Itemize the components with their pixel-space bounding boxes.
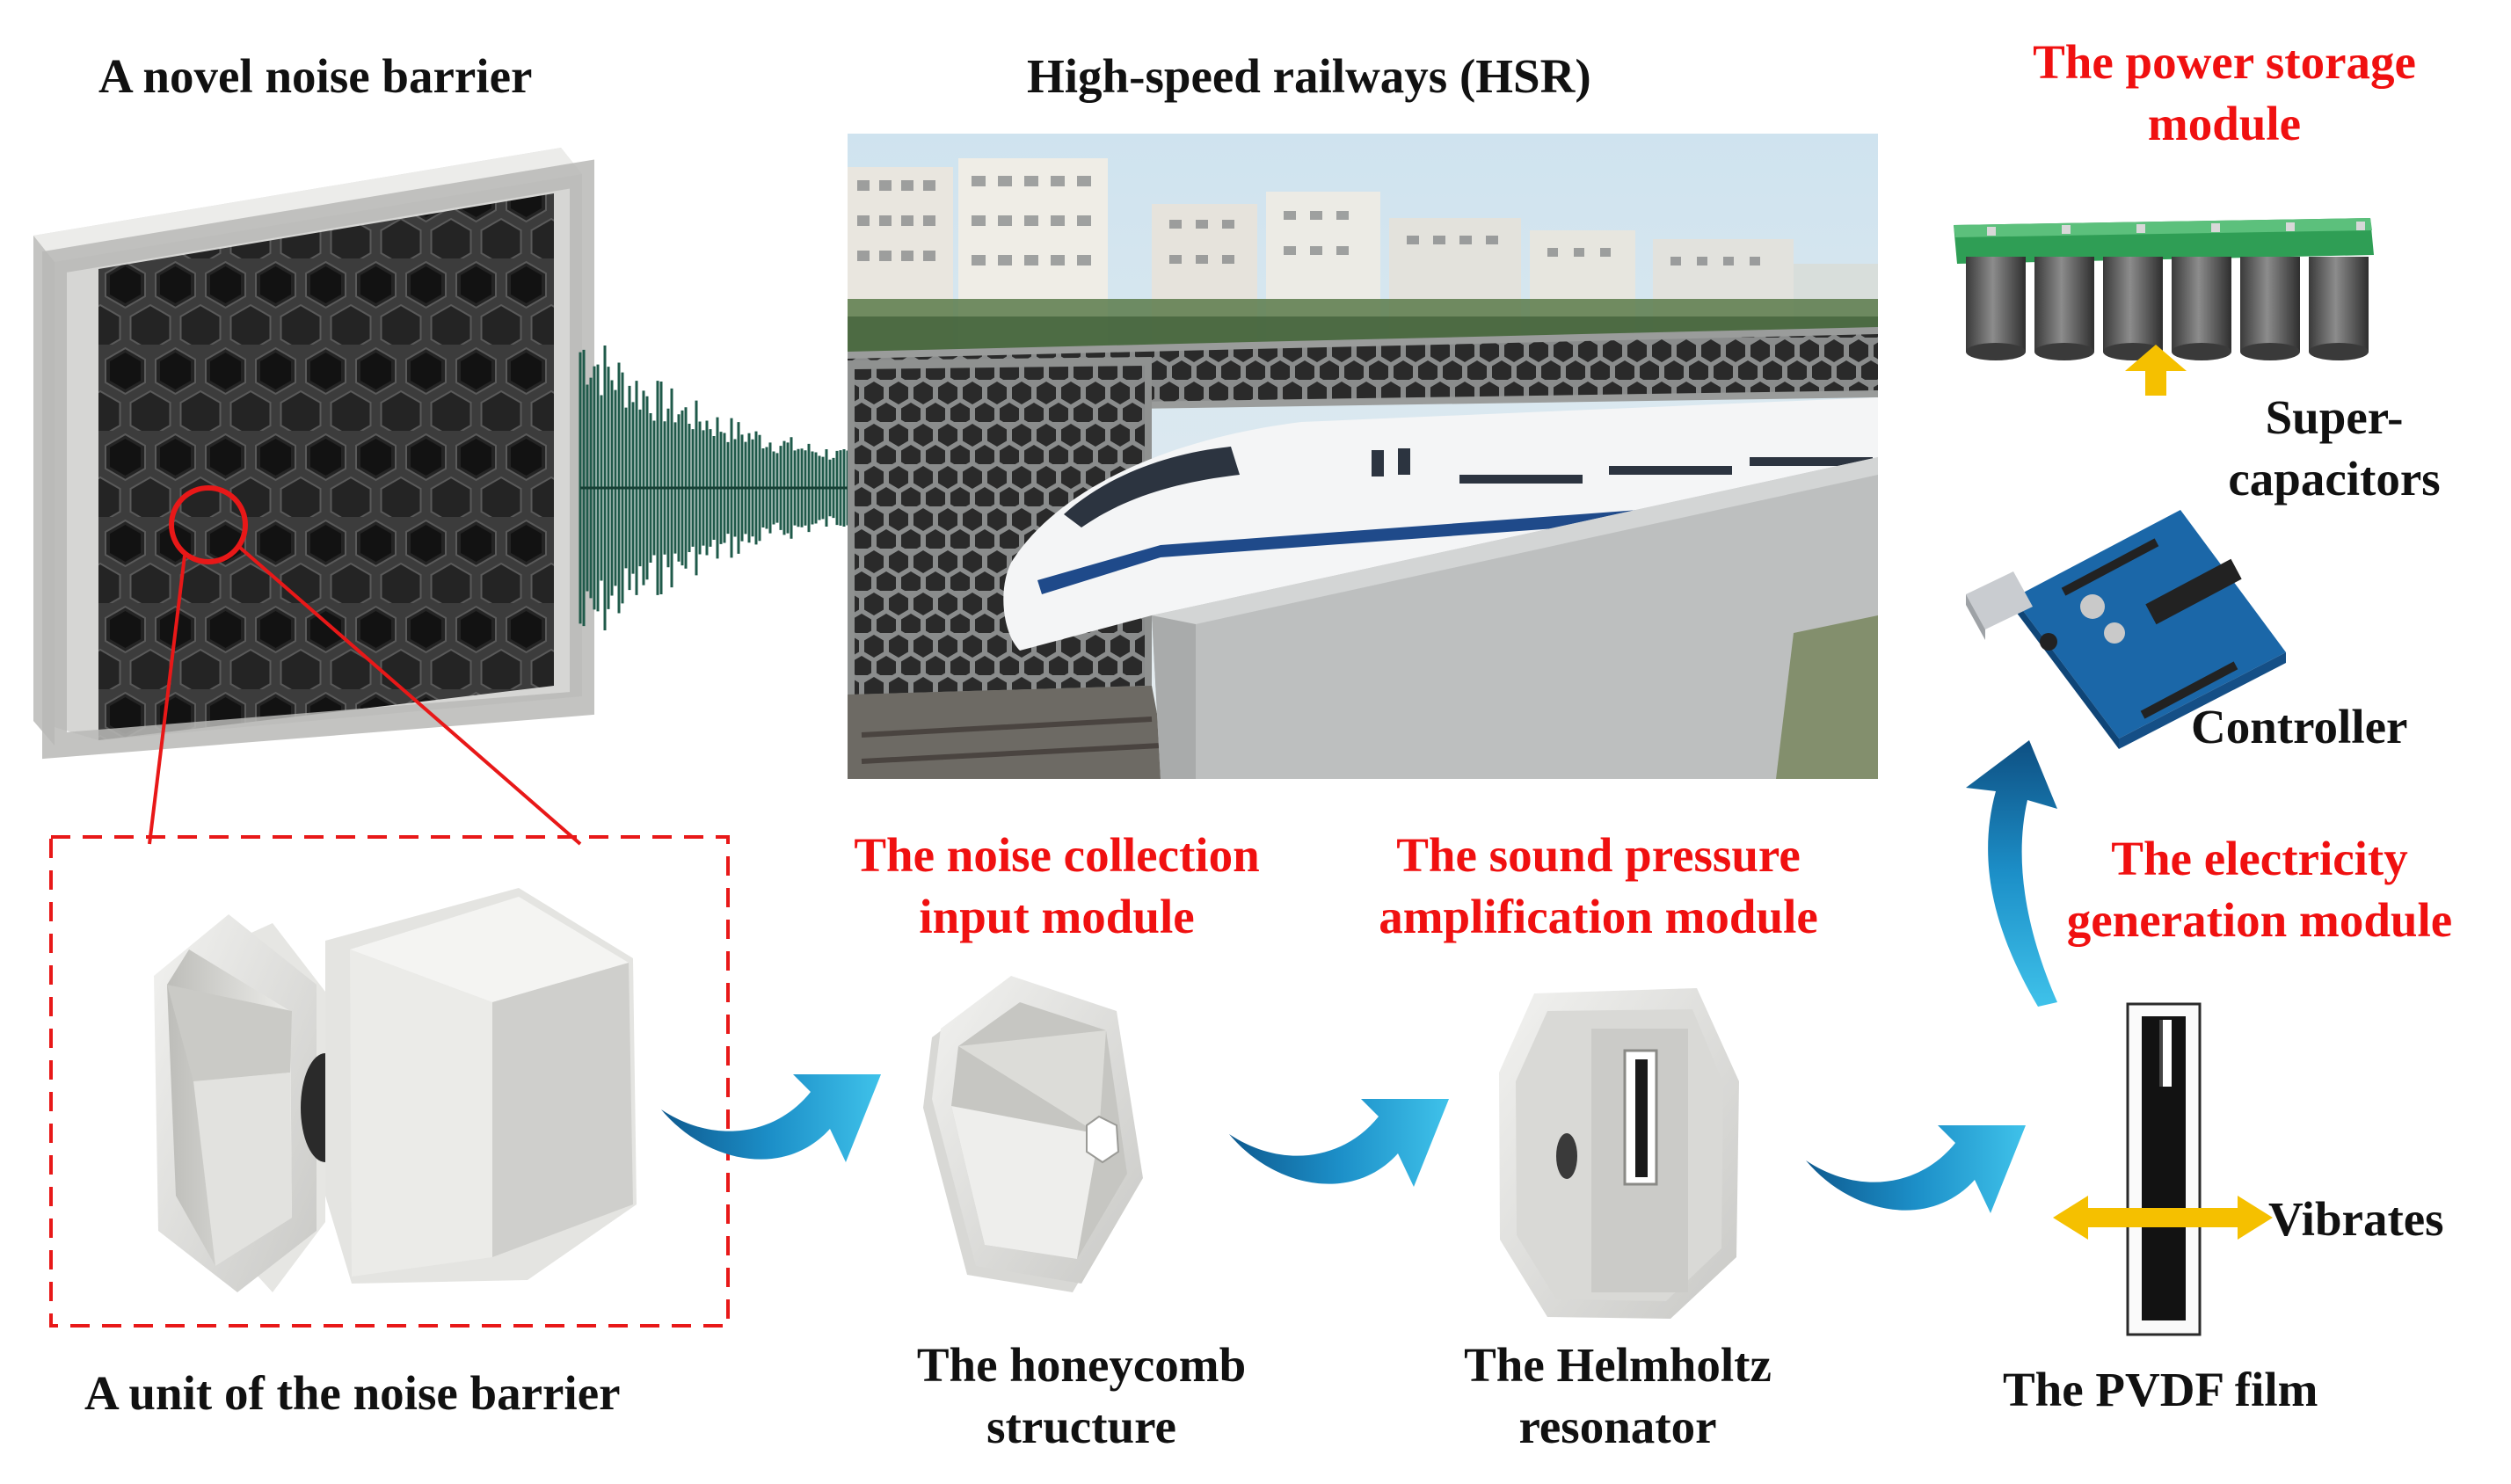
noise-barrier-image <box>33 148 594 760</box>
unit-label: A unit of the noise barrier <box>84 1366 621 1420</box>
capacitor-cylinder <box>2240 257 2300 360</box>
collection-line2: input module <box>919 890 1195 944</box>
double-arrow-icon <box>2053 1196 2273 1240</box>
electricity-line2: generation module <box>2066 893 2453 948</box>
unit-zoom-box <box>49 835 730 1328</box>
zoom-line-left <box>148 555 186 845</box>
supercap-line2: capacitors <box>2228 452 2441 506</box>
helmholtz-line2: resonator <box>1518 1400 1717 1454</box>
supercap-line1: Super- <box>2265 390 2404 444</box>
capacitor-cylinder <box>2103 257 2163 360</box>
helmholtz-resonator-image <box>1499 988 1739 1319</box>
barrier-unit-image <box>154 888 637 1292</box>
hsr-photo <box>848 134 1878 779</box>
electricity-module-title: The electricity generation module <box>2022 828 2497 952</box>
supercapacitors-label: Super- capacitors <box>2198 387 2471 511</box>
flow-arrow-icon <box>1806 1125 2026 1213</box>
electricity-line1: The electricity <box>2111 832 2408 885</box>
storage-title-line1: The power storage <box>2033 35 2416 89</box>
capacitor-cylinder <box>2034 257 2094 360</box>
supercapacitor-module-image <box>1954 218 2374 360</box>
flow-arrow-icon <box>1229 1099 1449 1187</box>
amplification-line1: The sound pressure <box>1396 828 1801 882</box>
storage-title-line2: module <box>2147 97 2302 151</box>
vibrates-label: Vibrates <box>2268 1192 2444 1246</box>
honeycomb-label: The honeycomb structure <box>879 1335 1284 1459</box>
controller-board-image <box>1966 510 2286 749</box>
zoom-line-right <box>237 545 582 846</box>
curved-arrow-icon <box>1966 740 2057 1007</box>
helmholtz-label: The Helmholtz resonator <box>1424 1335 1811 1459</box>
amplification-module-title: The sound pressure amplification module <box>1335 825 1862 949</box>
up-arrow-icon <box>2125 345 2187 396</box>
pvdf-label: The PVDF film <box>2003 1363 2318 1416</box>
barrier-title: A novel noise barrier <box>98 49 533 103</box>
pvdf-film-image <box>2126 1002 2202 1336</box>
amplification-line2: amplification module <box>1379 890 1818 944</box>
honeycomb-line2: structure <box>986 1400 1176 1454</box>
collection-line1: The noise collection <box>854 828 1260 882</box>
hsr-title: High-speed railways (HSR) <box>1027 49 1591 103</box>
flow-arrow-icon <box>661 1074 881 1162</box>
capacitor-cylinder <box>2309 257 2369 360</box>
controller-label: Controller <box>2191 700 2408 753</box>
unit-highlight-circle <box>169 485 248 564</box>
collection-module-title: The noise collection input module <box>793 825 1321 949</box>
storage-module-title: The power storage module <box>1978 32 2471 156</box>
helmholtz-line1: The Helmholtz <box>1464 1338 1772 1392</box>
honeycomb-structure-image <box>923 976 1143 1292</box>
honeycomb-line1: The honeycomb <box>916 1338 1247 1392</box>
capacitor-cylinder <box>2172 257 2231 360</box>
capacitor-cylinder <box>1966 257 2026 360</box>
